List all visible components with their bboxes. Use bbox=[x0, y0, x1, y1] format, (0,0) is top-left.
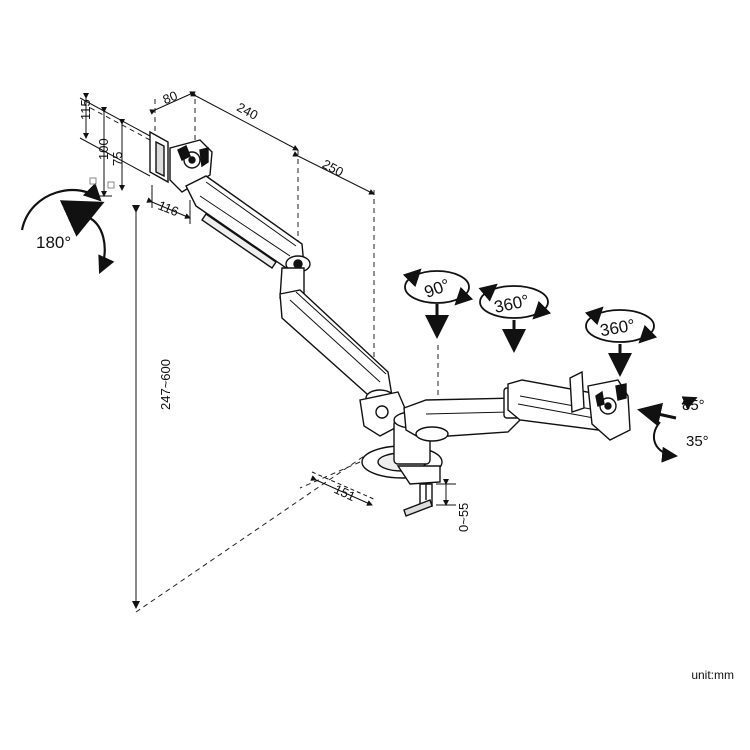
dim-vesa-100: 100 bbox=[96, 138, 111, 160]
dim-arm-segment-1: 240 bbox=[234, 99, 260, 122]
angle-tilt-up-label: 85° bbox=[682, 397, 705, 414]
dim-arm-depth: 80 bbox=[161, 88, 180, 107]
dim-clamp-range: 0~55 bbox=[456, 503, 471, 532]
vesa-squares bbox=[89, 177, 115, 189]
angle-head-swivel-label: 360° bbox=[599, 316, 637, 341]
dim-height-range: 247~600 bbox=[158, 359, 173, 410]
construction-lines bbox=[84, 95, 439, 613]
dimension-lines bbox=[79, 91, 456, 609]
left-upper-arm bbox=[185, 175, 311, 273]
angle-tilt-down-label: 35° bbox=[686, 433, 709, 450]
dim-arm-segment-2: 250 bbox=[320, 156, 346, 179]
left-lower-arm bbox=[279, 267, 411, 437]
dim-vesa-max: 115 bbox=[78, 99, 93, 120]
left-vesa-head bbox=[149, 130, 213, 193]
right-upper-arm bbox=[507, 370, 631, 441]
unit-label: unit:mm bbox=[691, 668, 734, 682]
angle-mid-swivel-label: 360° bbox=[492, 291, 530, 317]
dim-vesa-75: 75 bbox=[110, 152, 125, 166]
angle-rotate-label: 180° bbox=[36, 233, 71, 252]
right-lower-arm bbox=[403, 387, 523, 442]
angle-arm-swivel-label: 90° bbox=[422, 275, 453, 302]
dim-plate-width: 116 bbox=[156, 198, 181, 220]
rotation-arrows bbox=[20, 182, 698, 463]
dim-base-diameter: 151 bbox=[332, 481, 358, 504]
